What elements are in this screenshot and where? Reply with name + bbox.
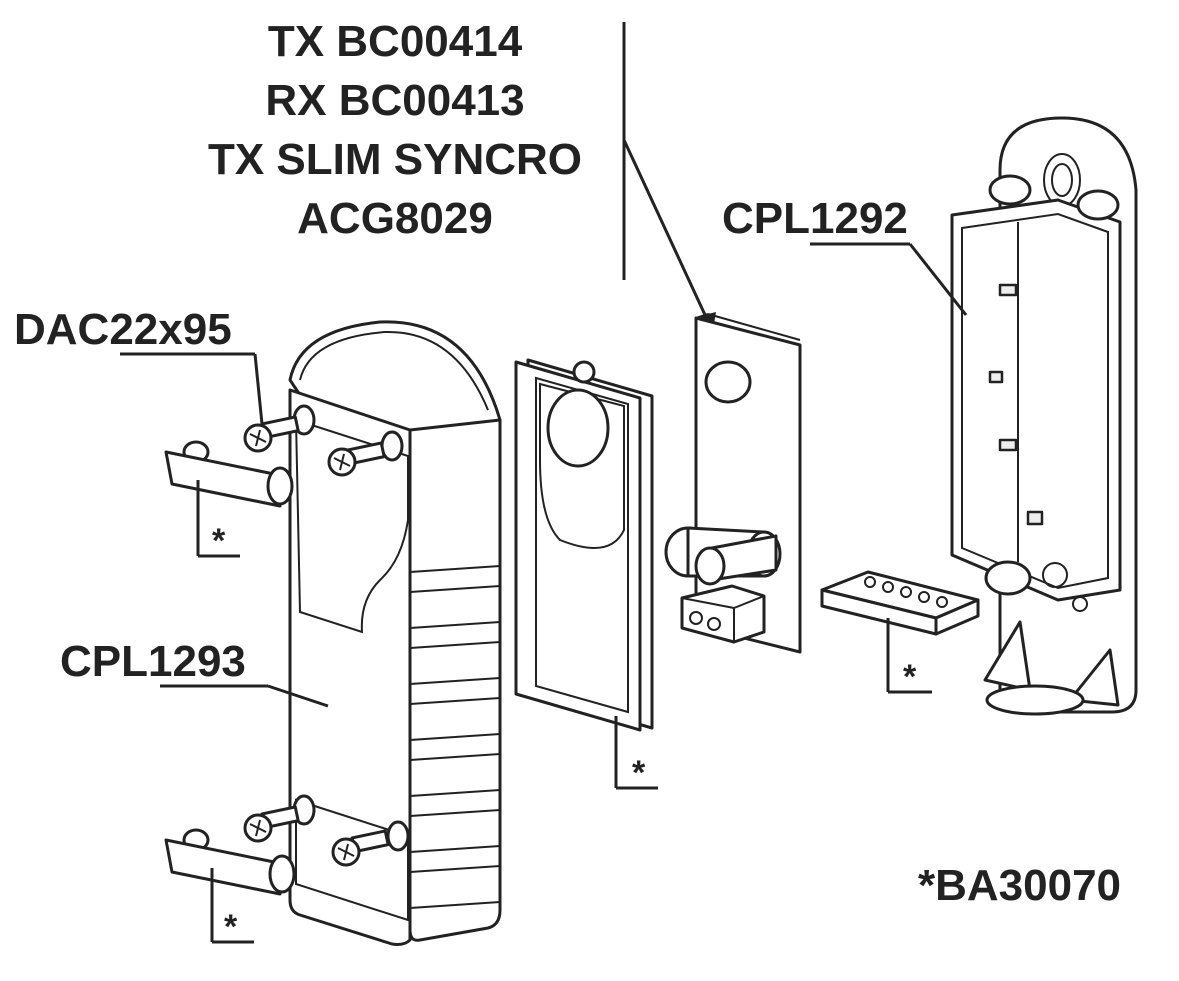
gasket-marker: * (632, 754, 646, 792)
cap-top-marker: * (212, 522, 226, 560)
screw-bottom-left (243, 805, 300, 843)
gasket-part (514, 358, 654, 732)
screw-bottom-right (331, 829, 390, 867)
header-code-tx: TX BC00414 (268, 17, 523, 66)
cover-part-label: CPL1293 (60, 637, 246, 686)
screw-label-leader (253, 353, 264, 425)
screw-part-label: DAC22x95 (14, 305, 232, 354)
cap-top (164, 440, 294, 508)
header-code-acg: ACG8029 (297, 194, 493, 243)
header-code-rx: RX BC00413 (265, 76, 524, 125)
base-housing-part (950, 116, 1138, 716)
terminal-marker: * (903, 658, 917, 696)
base-label-leader (908, 243, 968, 316)
header-code-tx-slim: TX SLIM SYNCRO (208, 135, 582, 184)
base-part-label: CPL1292 (722, 194, 908, 243)
front-cover-part (288, 320, 502, 946)
cover-label-leader (267, 684, 329, 708)
screw-top-right (327, 441, 386, 477)
screw-top-left (243, 415, 300, 453)
terminal-strip-part (820, 570, 980, 636)
header-code-block: TX BC00414 RX BC00413 TX SLIM SYNCRO ACG… (208, 17, 582, 243)
footnote-label: *BA30070 (918, 861, 1121, 910)
cap-bottom-marker: * (224, 908, 238, 946)
cap-bottom (164, 828, 296, 896)
circuit-board-part (664, 313, 802, 654)
header-leader-line (622, 139, 714, 331)
